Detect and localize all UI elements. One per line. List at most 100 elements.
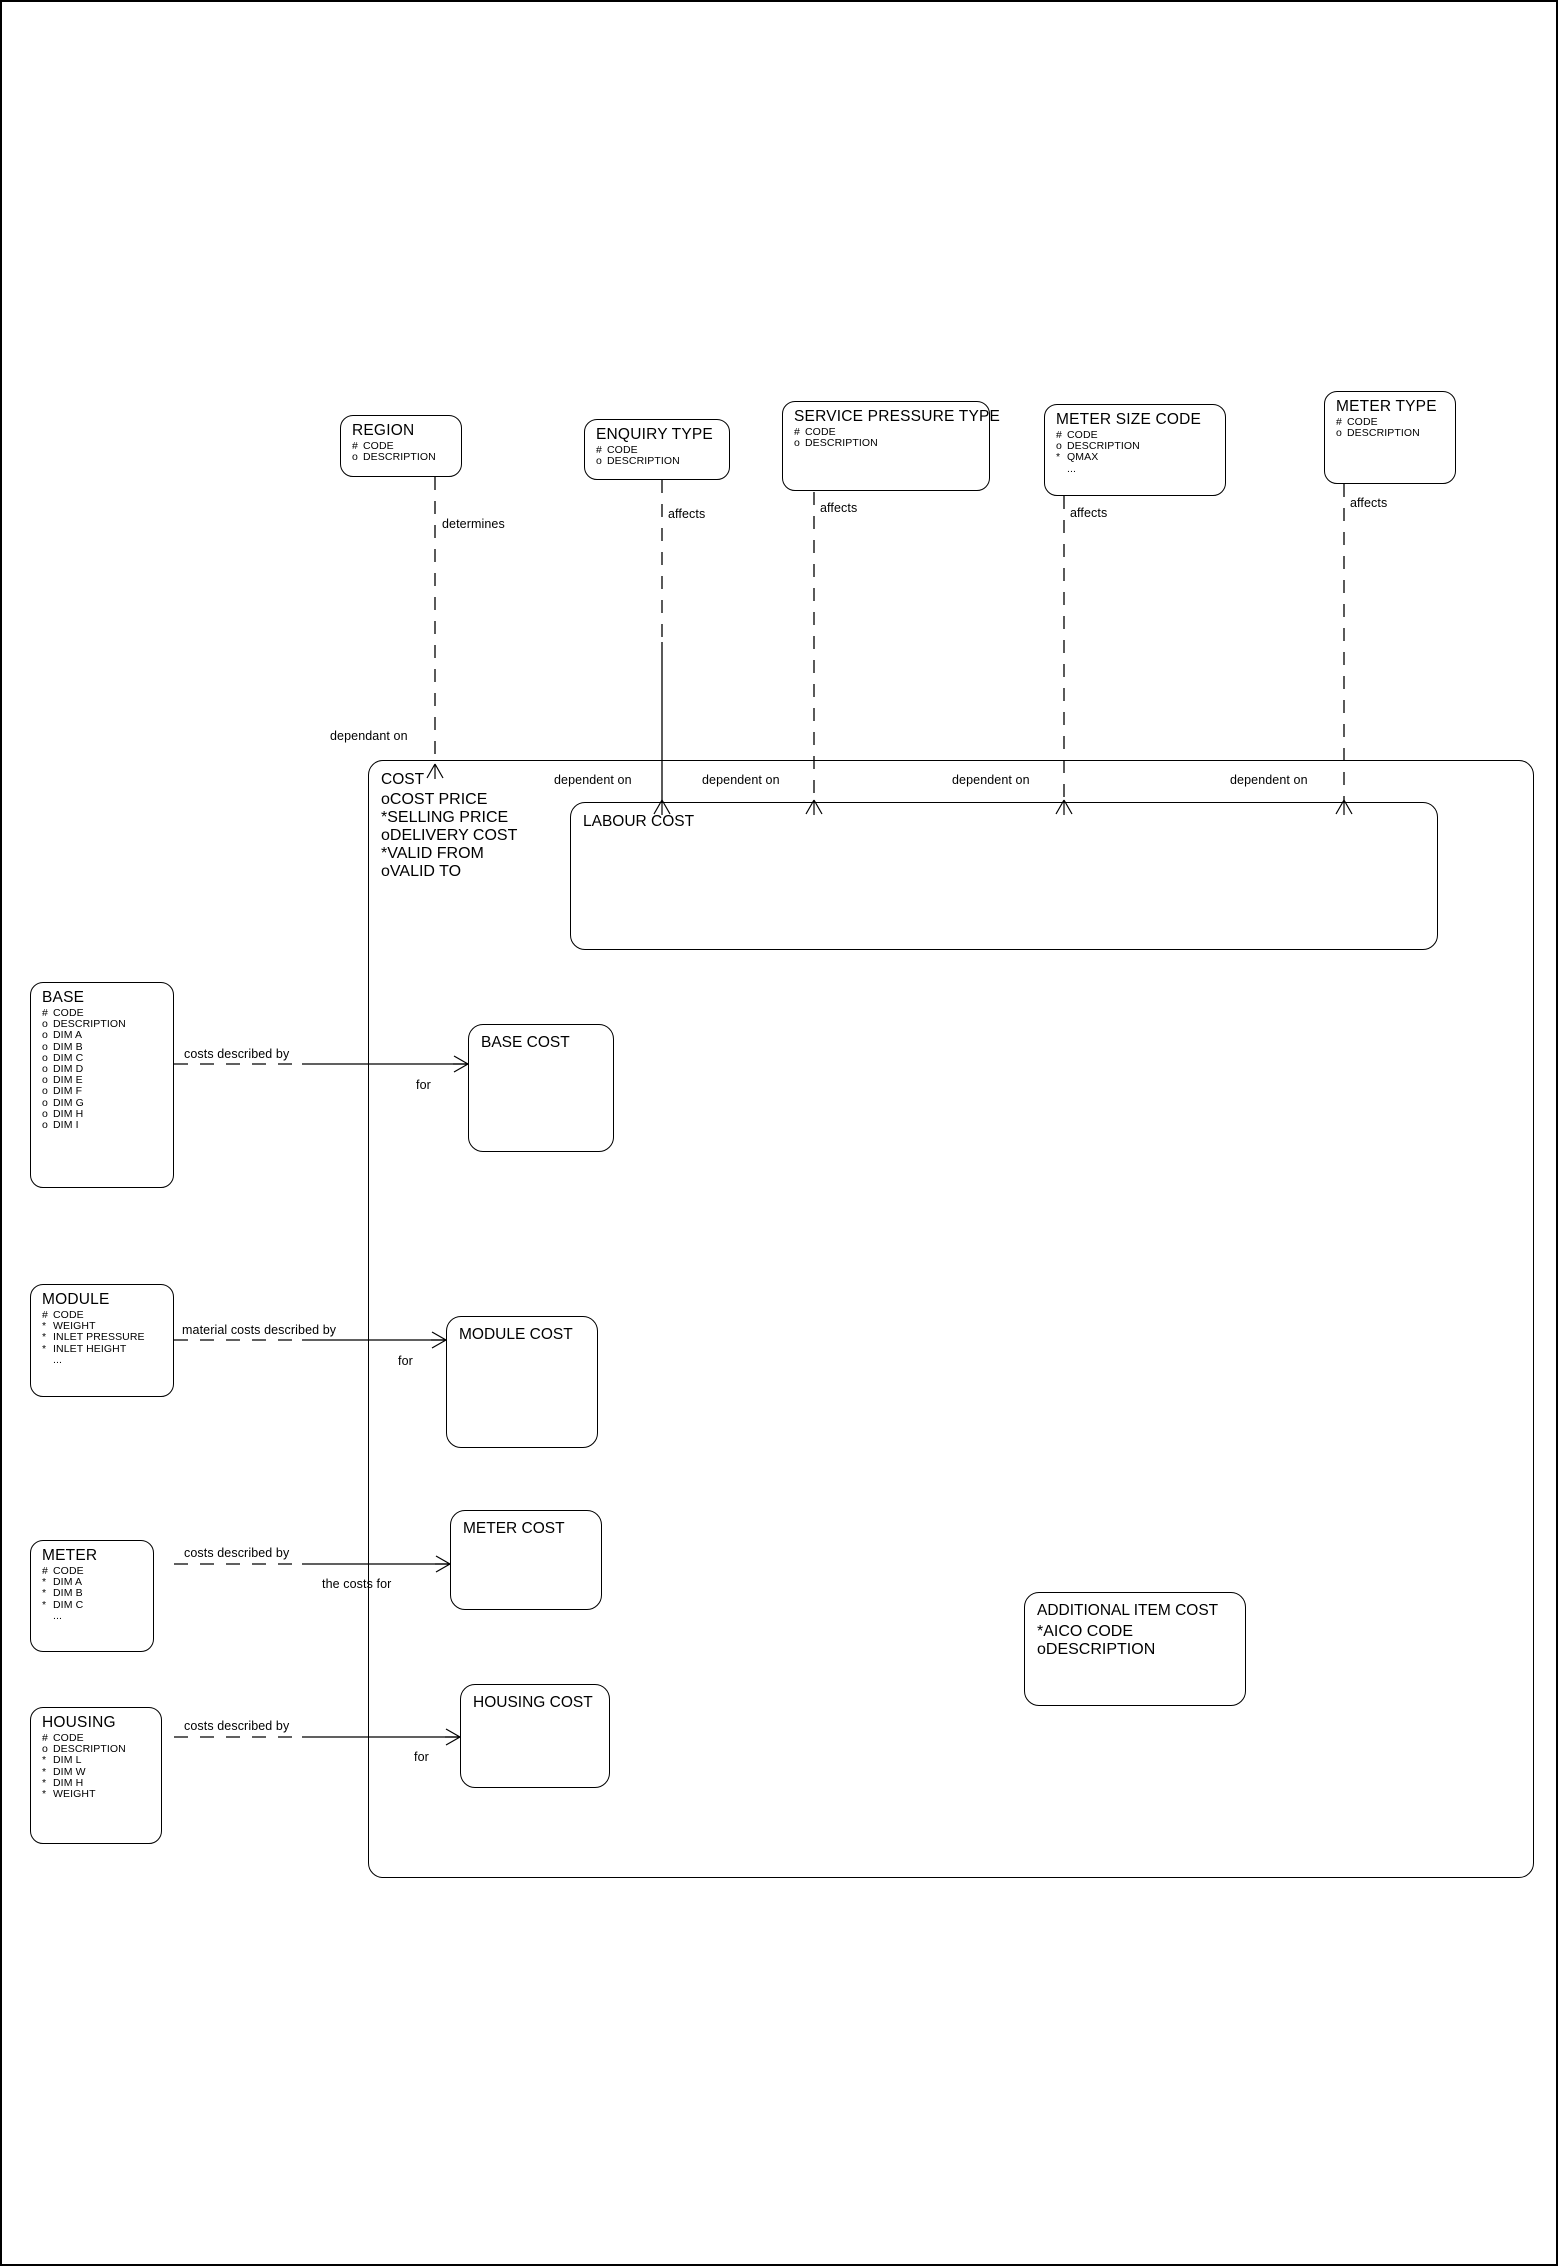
attribute-row: *DIM C [42, 1599, 144, 1611]
entity-name: METER TYPE [1336, 398, 1437, 415]
entity-name: MODULE COST [459, 1326, 573, 1343]
attribute-label: CODE [53, 1006, 84, 1019]
attribute-label: DIM G [53, 1096, 84, 1109]
attribute-label: ... [53, 1609, 63, 1622]
entity-meter-cost[interactable]: METER COST [450, 1510, 602, 1610]
attribute-marker: * [381, 809, 388, 826]
attribute-row: oDESCRIPTION [1037, 1641, 1155, 1659]
attribute-marker: * [42, 1787, 47, 1800]
attribute-marker: o [596, 455, 602, 468]
relationship-label-dependent-on-1: dependent on [554, 773, 632, 787]
attribute-row: #CODE [42, 1564, 144, 1577]
attribute-marker: o [42, 1107, 48, 1120]
attribute-marker: # [1336, 415, 1342, 428]
entity-module[interactable]: MODULE #CODE *WEIGHT *INLET PRESSURE *IN… [30, 1284, 174, 1397]
entity-name: MODULE [42, 1291, 110, 1308]
attribute-list: oCOST PRICE *SELLING PRICE oDELIVERY COS… [381, 791, 517, 881]
entity-housing-cost[interactable]: HOUSING COST [460, 1684, 610, 1788]
attribute-marker: o [42, 1096, 48, 1109]
attribute-marker: * [42, 1776, 47, 1789]
relationship-label-meter-costs-described-by: costs described by [184, 1546, 290, 1560]
attribute-row: *DIM W [42, 1766, 152, 1778]
entity-name: REGION [352, 422, 415, 439]
relationship-label-base-for: for [416, 1078, 431, 1092]
attribute-row: #CODE [1056, 429, 1216, 441]
attribute-label: DESCRIPTION [1067, 440, 1140, 453]
attribute-row: #CODE [42, 1732, 152, 1744]
relationship-label-dependant-on: dependant on [330, 729, 408, 743]
attribute-marker: o [42, 1085, 48, 1098]
entity-name: ENQUIRY TYPE [596, 426, 713, 443]
attribute-label: DELIVERY COST [389, 827, 518, 844]
entity-meter[interactable]: METER #CODE *DIM A *DIM B *DIM C ... [30, 1540, 154, 1652]
attribute-label: CODE [53, 1564, 84, 1577]
attribute-label: DIM E [53, 1074, 83, 1087]
attribute-label: ... [53, 1353, 63, 1366]
attribute-marker [42, 1611, 53, 1622]
relationship-label-base-costs-described-by: costs described by [184, 1047, 290, 1061]
attribute-marker: * [42, 1754, 47, 1767]
entity-cost[interactable]: COST oCOST PRICE *SELLING PRICE oDELIVER… [368, 760, 1534, 1878]
attribute-row: *AICO CODE [1037, 1623, 1155, 1641]
attribute-row: oDELIVERY COST [381, 827, 517, 845]
attribute-row: #CODE [352, 439, 452, 452]
attribute-row: * DIM A [42, 1576, 144, 1589]
attribute-marker: * [42, 1320, 47, 1333]
attribute-marker [42, 1355, 53, 1366]
entity-module-cost[interactable]: MODULE COST [446, 1316, 598, 1448]
attribute-label: CODE [53, 1308, 84, 1321]
entity-additional-item-cost[interactable]: ADDITIONAL ITEM COST *AICO CODE oDESCRIP… [1024, 1592, 1246, 1706]
relationship-label-dependent-on-3: dependent on [952, 773, 1030, 787]
entity-base-cost[interactable]: BASE COST [468, 1024, 614, 1152]
entity-name: BASE [42, 989, 85, 1006]
relationship-label-meter-the-costs-for: the costs for [322, 1577, 392, 1591]
attribute-label: DESCRIPTION [1045, 1641, 1156, 1658]
attribute-row: #CODE [1336, 415, 1446, 428]
attribute-row: #CODE [794, 425, 980, 438]
attribute-row: ... [42, 1353, 164, 1366]
attribute-row: #CODE [42, 1006, 164, 1019]
attribute-row: #CODE [596, 443, 720, 456]
entity-labour-cost[interactable]: LABOUR COST [570, 802, 1438, 950]
attribute-row: *WEIGHT [42, 1787, 152, 1800]
attribute-marker: o [42, 1074, 48, 1087]
attribute-row: *INLET HEIGHT [42, 1343, 164, 1355]
attribute-marker: # [352, 439, 358, 452]
attribute-label: ... [1067, 462, 1077, 475]
relationship-label-housing-for: for [414, 1750, 429, 1764]
attribute-marker: # [596, 443, 602, 456]
attribute-label: DESCRIPTION [1347, 427, 1420, 440]
relationship-label-module-for: for [398, 1354, 413, 1368]
attribute-label: CODE [805, 425, 836, 438]
attribute-label: DIM A [53, 1576, 83, 1589]
attribute-label: INLET PRESSURE [53, 1331, 145, 1344]
attribute-label: DIM H [53, 1776, 84, 1789]
attribute-label: VALID FROM [387, 845, 484, 862]
attribute-label: DESCRIPTION [805, 437, 878, 450]
attribute-marker: * [1037, 1623, 1044, 1640]
attribute-row: oVALID TO [381, 863, 517, 881]
attribute-marker: * [1056, 451, 1061, 464]
entity-name: ADDITIONAL ITEM COST [1037, 1602, 1219, 1619]
entity-name: COST [381, 771, 425, 788]
relationship-label-affects-enquiry: affects [668, 507, 706, 521]
relationship-label-affects-meter-size: affects [1070, 506, 1108, 520]
attribute-marker: * [42, 1576, 47, 1589]
attribute-row: * DIM H [42, 1776, 152, 1789]
